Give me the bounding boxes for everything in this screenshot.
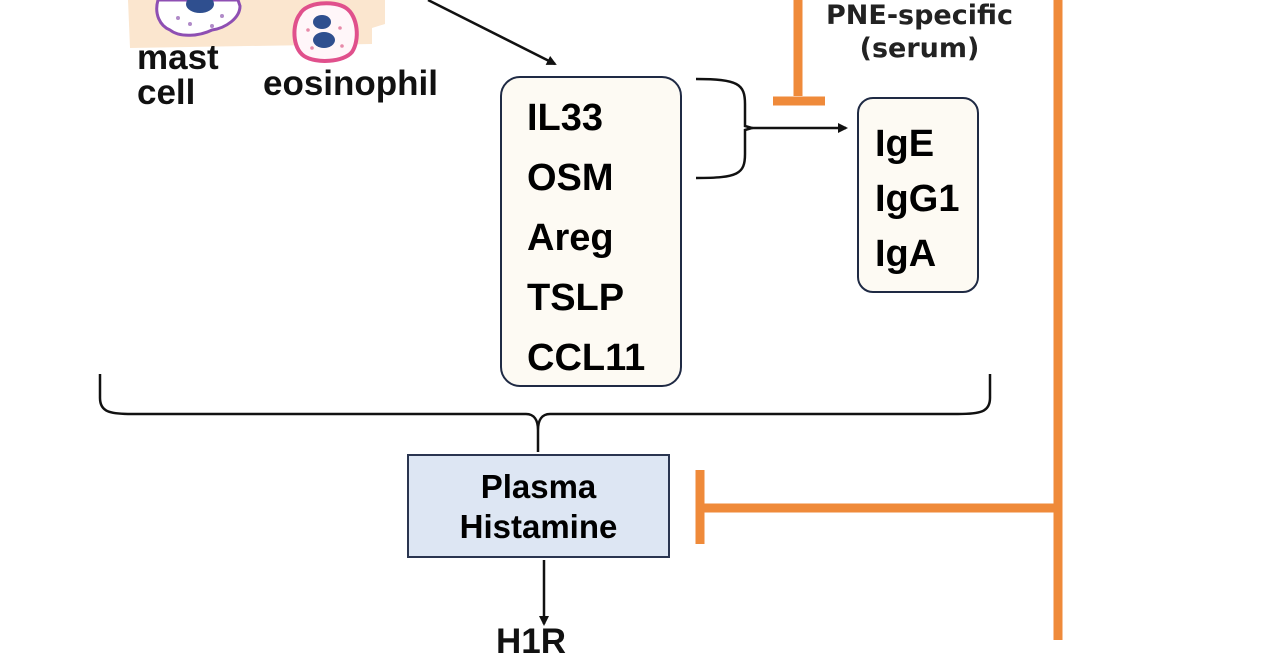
cytokine-item: TSLP (527, 277, 625, 319)
diagram-canvas (98, 0, 1063, 640)
h1r-label: H1R (496, 622, 567, 661)
pne-specific-label: PNE-specific (serum) (826, 0, 1013, 66)
inhibition-lines (695, 0, 1063, 640)
mast-cell-icon (155, 0, 242, 37)
eosinophil-label: eosinophil (263, 64, 438, 103)
cytokine-brace (695, 77, 757, 180)
histamine-line2: Histamine (459, 508, 618, 545)
cells-to-cytokines-arrow (427, 0, 557, 66)
cytokine-item: OSM (527, 157, 614, 199)
mast-cell-label-line2: cell (137, 73, 196, 112)
pne-label-line2: (serum) (859, 32, 980, 64)
immunoglobulin-box: IgE IgG1 IgA (857, 97, 979, 293)
immunoglobulin-item: IgA (875, 233, 937, 275)
cytokine-box: IL33 OSM Areg TSLP CCL11 (500, 76, 682, 387)
pne-label-line1: PNE-specific (826, 0, 1014, 31)
eosinophil-icon (292, 1, 359, 63)
immunoglobulin-item: IgG1 (875, 178, 960, 220)
cytokine-item: CCL11 (527, 337, 646, 379)
mast-cell-label-line1: mast (137, 38, 219, 77)
cytokine-item: IL33 (527, 97, 604, 139)
mast-cell-label: mast cell (137, 40, 219, 110)
cytokine-item: Areg (527, 217, 614, 259)
histamine-brace (98, 374, 992, 452)
immunoglobulin-item: IgE (875, 123, 935, 165)
histamine-line1: Plasma (480, 468, 597, 505)
plasma-histamine-box: Plasma Histamine (407, 454, 670, 558)
